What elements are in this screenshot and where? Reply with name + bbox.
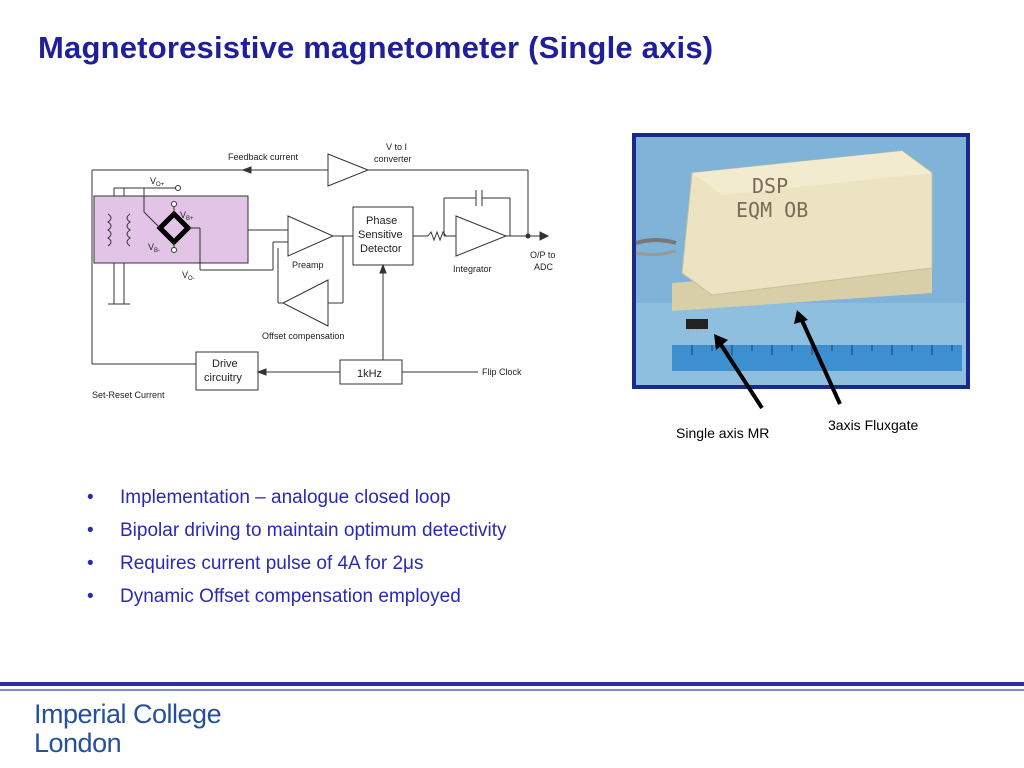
bullet-glyph: • (87, 586, 94, 607)
box-label-line1: DSP (752, 174, 788, 198)
logo-line1: Imperial College (34, 699, 222, 729)
flip-clock-label: Flip Clock (482, 367, 522, 377)
bullet-glyph: • (87, 553, 94, 574)
psd-label-line2: Sensitive (358, 229, 403, 241)
feedback-current-label: Feedback current (228, 152, 299, 162)
psd-label-line1: Phase (366, 215, 397, 227)
offset-compensation-label: Offset compensation (262, 331, 344, 341)
drive-label-line1: Drive (212, 358, 238, 370)
caption-single-axis-mr: Single axis MR (676, 425, 770, 441)
output-label-line1: O/P to (530, 250, 555, 260)
caption-3axis-fluxgate: 3axis Fluxgate (828, 417, 919, 433)
slide-title: Magnetoresistive magnetometer (Single ax… (38, 30, 714, 65)
v-to-i-converter-symbol (327, 153, 370, 187)
arrow-single-axis-mr (716, 338, 764, 410)
integrator-symbol (455, 215, 508, 257)
bullet-list: •Implementation – analogue closed loop •… (87, 486, 507, 618)
drive-circuitry-box (195, 351, 259, 391)
clock-1khz-label: 1kHz (357, 368, 382, 380)
bullet-item: •Bipolar driving to maintain optimum det… (87, 520, 507, 541)
mr-chip (686, 319, 708, 329)
bullet-glyph: • (87, 487, 94, 508)
offset-compensation-amp-symbol (281, 279, 329, 327)
bullet-item: •Requires current pulse of 4A for 2μs (87, 553, 424, 574)
arrow-3axis-fluxgate (798, 315, 842, 405)
set-reset-current-label: Set-Reset Current (92, 390, 165, 400)
device-photo: DSP EQM OB (632, 133, 970, 389)
sensor-bridge-box (93, 195, 249, 264)
vo-plus-label: VO+ (150, 176, 165, 188)
integrator-label: Integrator (453, 264, 492, 274)
clock-1khz-box (339, 359, 403, 385)
bullet-glyph: • (87, 520, 94, 541)
vb-minus-label: VB- (148, 242, 160, 254)
preamp-label: Preamp (292, 260, 324, 270)
drive-label-line2: circuitry (204, 372, 242, 384)
footer-rule (0, 682, 1024, 691)
v-to-i-label-line2: converter (374, 154, 412, 164)
vo-minus-label: VO- (182, 270, 195, 282)
imperial-college-logo: Imperial College London (34, 699, 222, 758)
logo-line2: London (34, 728, 122, 758)
bullet-item: •Implementation – analogue closed loop (87, 487, 451, 508)
bullet-item: •Dynamic Offset compensation employed (87, 586, 461, 607)
circuit-schematic: Feedback current V to I converter VO+ VB… (91, 142, 555, 400)
output-label-line2: ADC (534, 262, 554, 272)
vb-plus-label: VB+ (180, 210, 194, 222)
preamp-symbol (287, 215, 335, 257)
v-to-i-label-line1: V to I (386, 142, 407, 152)
psd-label-line3: Detector (360, 243, 402, 255)
pointer-arrows (714, 310, 842, 410)
box-label-line2: EQM OB (736, 198, 808, 222)
